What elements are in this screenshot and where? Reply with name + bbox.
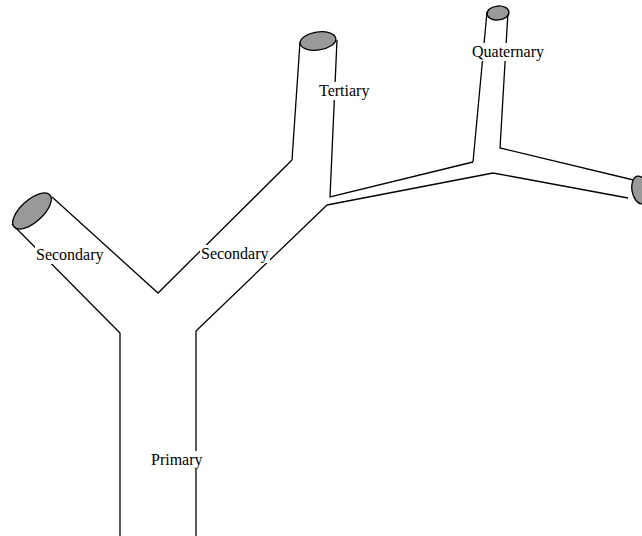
- branch-label: Secondary: [35, 246, 105, 264]
- branch-label: Primary: [150, 451, 204, 469]
- branch-label: Quaternary: [471, 43, 545, 61]
- branch-label: Secondary: [200, 245, 270, 263]
- branch-label: Tertiary: [318, 82, 370, 100]
